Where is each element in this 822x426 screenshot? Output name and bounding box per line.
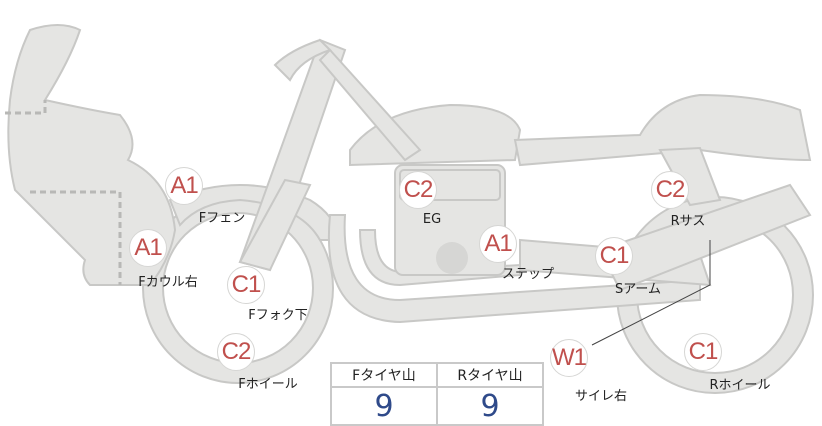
label-step: ステップ: [501, 267, 555, 282]
damage-badge-f-fender[interactable]: A1: [165, 167, 203, 205]
label-f-wheel: Fホイール: [238, 377, 298, 392]
tire-tread-table: Fタイヤ山 Rタイヤ山 9 9: [330, 362, 544, 426]
seat: [513, 93, 812, 167]
damage-badge-engine[interactable]: C2: [399, 171, 437, 209]
label-swing-arm: Sアーム: [614, 282, 662, 297]
exhaust: [327, 214, 701, 324]
damage-badge-step[interactable]: A1: [479, 225, 517, 263]
label-f-cowl-right: Fカウル右: [138, 275, 198, 290]
muffler: [598, 183, 812, 292]
front-tread-header: Fタイヤ山: [330, 362, 438, 388]
damage-badge-f-cowl-right[interactable]: A1: [129, 229, 167, 267]
damage-badge-f-wheel[interactable]: C2: [217, 333, 255, 371]
fairing: [7, 24, 177, 286]
rear-tread-header: Rタイヤ山: [436, 362, 544, 388]
label-engine: EG: [422, 212, 442, 227]
label-f-fender: Fフェン: [198, 211, 246, 226]
damage-badge-f-fork-lower[interactable]: C1: [227, 266, 265, 304]
label-f-fork-lower: Fフォク下: [248, 308, 308, 323]
damage-badge-swing-arm[interactable]: C1: [595, 237, 633, 275]
damage-badge-muffler-right[interactable]: W1: [550, 339, 588, 377]
front-wheel: [143, 193, 333, 383]
rear-tread-value: 9: [436, 386, 544, 426]
front-tread-value: 9: [330, 386, 438, 426]
label-r-wheel: Rホイール: [709, 378, 771, 393]
damage-badge-r-wheel[interactable]: C1: [684, 333, 722, 371]
label-r-suspension: Rサス: [670, 214, 706, 229]
label-muffler-right: サイレ右: [574, 389, 628, 404]
damage-badge-r-suspension[interactable]: C2: [651, 171, 689, 209]
